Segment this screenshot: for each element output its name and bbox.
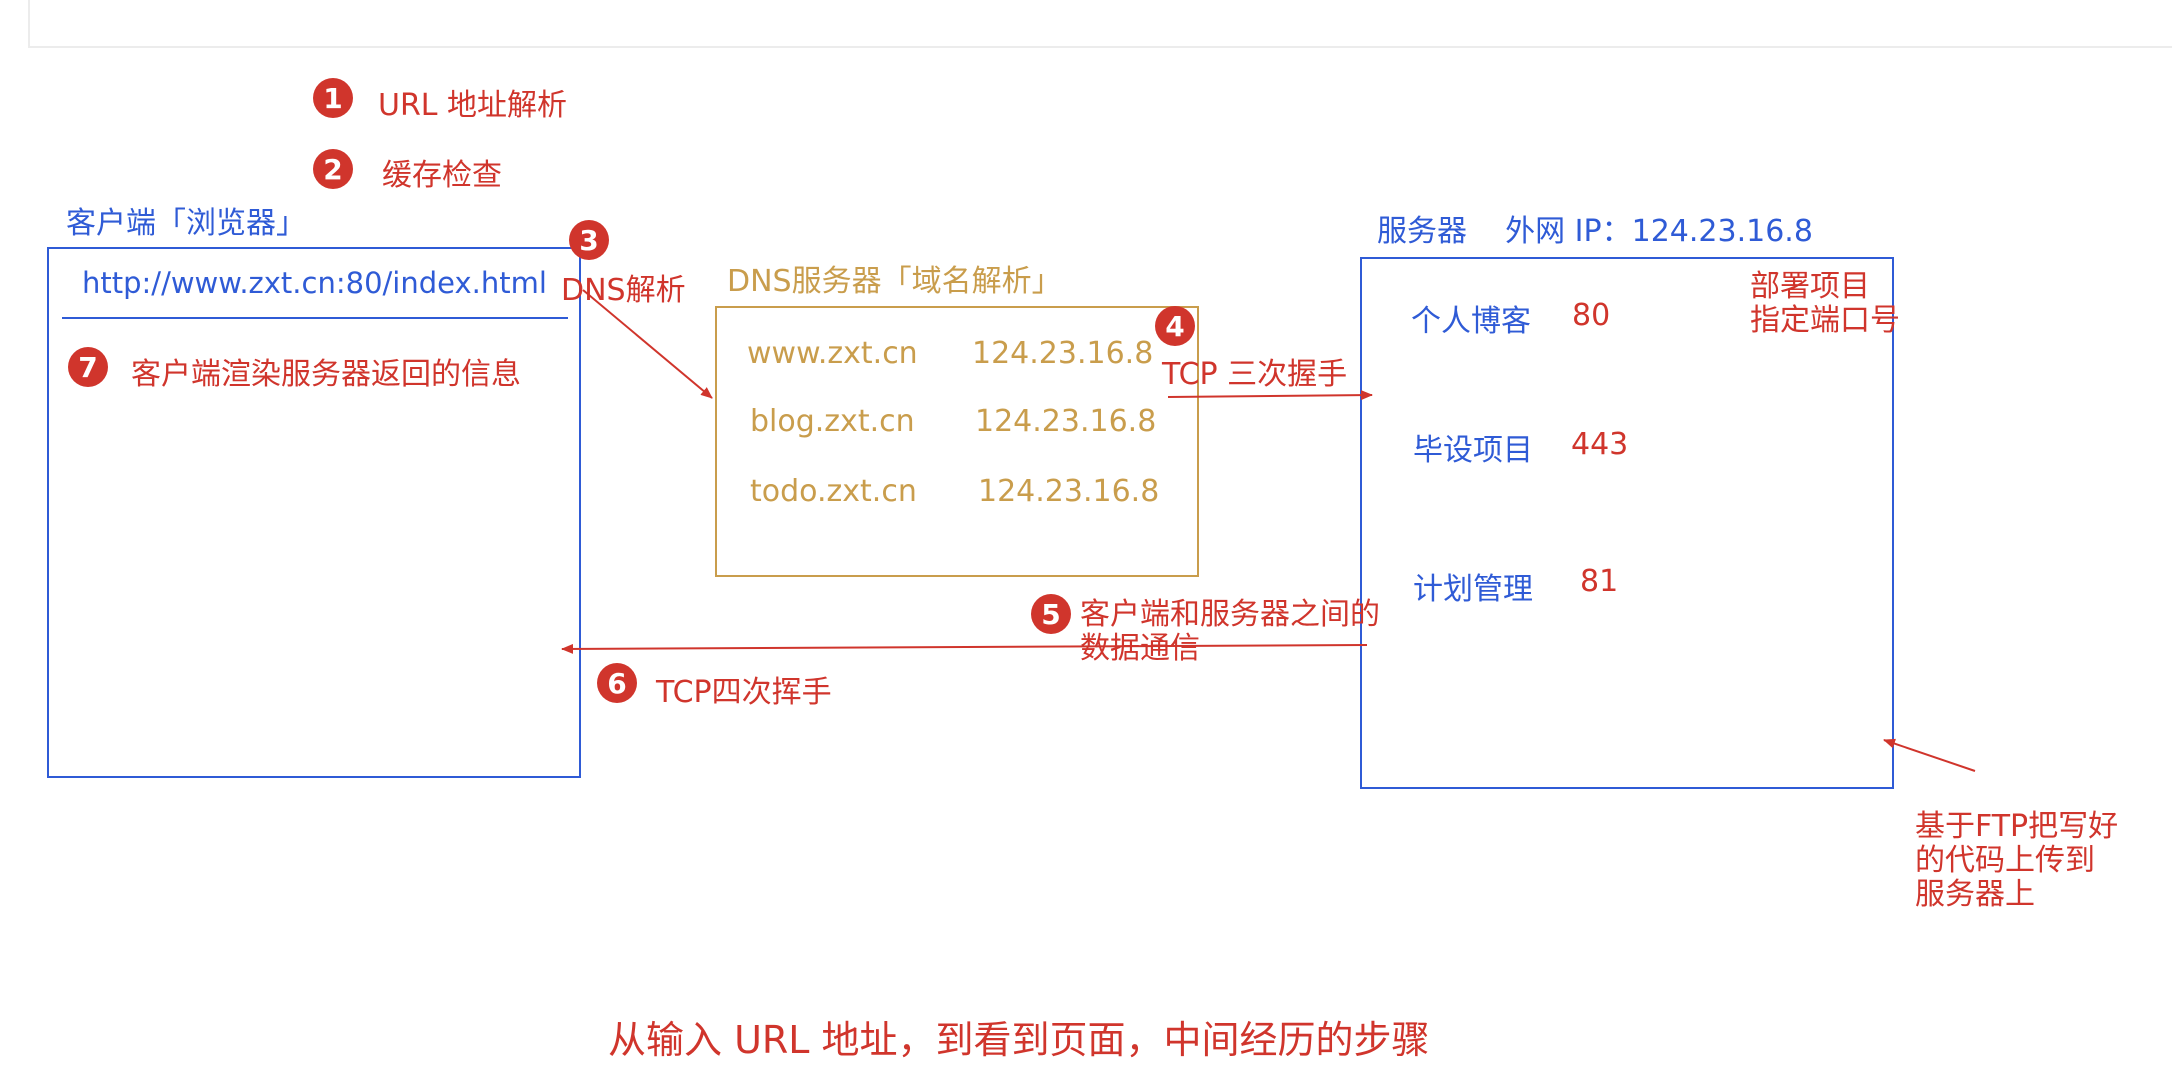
dns-record-domain: todo.zxt.cn [750, 474, 917, 509]
step-3-label: DNS解析 [561, 273, 686, 308]
dns-record-ip: 124.23.16.8 [975, 404, 1157, 439]
service-name: 个人博客 [1411, 304, 1531, 339]
service-port: 81 [1580, 564, 1619, 599]
step-4-badge: 4 [1155, 306, 1195, 346]
step-1-label: URL 地址解析 [378, 88, 568, 123]
step-5-label: 客户端和服务器之间的 数据通信 [1080, 597, 1380, 666]
dns-server-box [715, 306, 1199, 577]
dns-record-ip: 124.23.16.8 [972, 336, 1154, 371]
step-2-label: 缓存检查 [382, 158, 502, 193]
step-6-label: TCP四次挥手 [656, 675, 832, 710]
client-browser-box: http://www.zxt.cn:80/index.html [47, 247, 581, 778]
step-4-label: TCP 三次握手 [1162, 357, 1348, 392]
diagram-caption: 从输入 URL 地址，到看到页面，中间经历的步骤 [608, 1018, 1430, 1062]
step-2-badge: 2 [313, 149, 353, 189]
server-title: 服务器 外网 IP：124.23.16.8 [1377, 214, 1813, 249]
arrow-ftp-upload [1883, 738, 1976, 772]
top-panel-edge [28, 0, 2172, 48]
step-1-badge: 1 [313, 78, 353, 118]
client-title: 客户端「浏览器」 [66, 206, 306, 241]
arrow-data-return [561, 643, 1368, 654]
deploy-note: 部署项目 指定端口号 [1750, 269, 1900, 338]
service-port: 443 [1571, 427, 1629, 462]
service-name: 毕设项目 [1413, 433, 1533, 468]
service-port: 80 [1572, 298, 1611, 333]
dns-record-domain: blog.zxt.cn [750, 404, 915, 439]
address-bar-underline [62, 317, 568, 319]
arrow-tcp-handshake [1167, 390, 1373, 401]
client-url: http://www.zxt.cn:80/index.html [82, 266, 547, 300]
step-5-badge: 5 [1031, 594, 1071, 634]
server-box [1360, 257, 1894, 789]
step-7-label: 客户端渲染服务器返回的信息 [131, 357, 521, 392]
dns-title: DNS服务器「域名解析」 [727, 264, 1062, 299]
step-6-badge: 6 [597, 663, 637, 703]
ftp-upload-note: 基于FTP把写好 的代码上传到 服务器上 [1915, 809, 2119, 912]
service-name: 计划管理 [1413, 572, 1533, 607]
step-7-badge: 7 [68, 347, 108, 387]
dns-record-domain: www.zxt.cn [747, 336, 918, 371]
dns-record-ip: 124.23.16.8 [978, 474, 1160, 509]
arrow-dns-query [582, 289, 713, 399]
step-3-badge: 3 [569, 220, 609, 260]
